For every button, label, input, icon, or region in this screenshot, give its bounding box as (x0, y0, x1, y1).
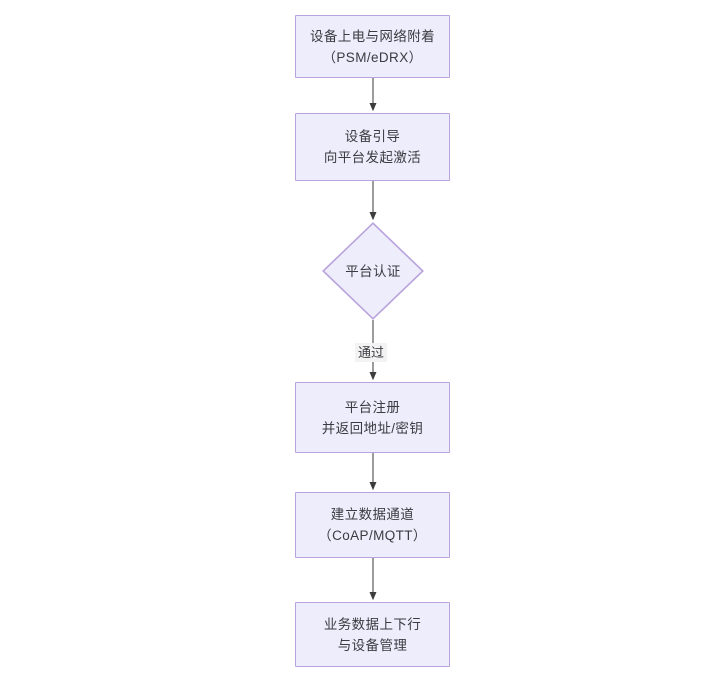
node-register-line1: 平台注册 (344, 399, 401, 415)
node-auth[interactable]: 平台认证 (322, 222, 424, 320)
decision-diamond-shape (322, 222, 424, 320)
node-data-channel-line2: （CoAP/MQTT） (318, 528, 427, 543)
node-register[interactable]: 平台注册 并返回地址/密钥 (295, 382, 450, 453)
edge-label-pass: 通过 (355, 343, 388, 362)
edge-label-pass-text: 通过 (358, 345, 385, 360)
node-register-line2: 并返回地址/密钥 (321, 420, 424, 436)
node-bootstrap[interactable]: 设备引导 向平台发起激活 (295, 113, 450, 181)
node-auth-label: 平台认证 (345, 263, 401, 279)
node-data-channel[interactable]: 建立数据通道 （CoAP/MQTT） (295, 492, 450, 558)
node-power-on[interactable]: 设备上电与网络附着 （PSM/eDRX） (295, 15, 450, 78)
node-service-data-line1: 业务数据上下行 (323, 616, 422, 632)
node-power-on-line2: （PSM/eDRX） (322, 49, 423, 65)
node-service-data-line2: 与设备管理 (337, 637, 408, 653)
node-power-on-line1: 设备上电与网络附着 (309, 28, 436, 44)
node-bootstrap-line2: 向平台发起激活 (323, 150, 422, 165)
node-bootstrap-line1: 设备引导 (344, 129, 401, 144)
node-service-data[interactable]: 业务数据上下行 与设备管理 (295, 602, 450, 667)
node-data-channel-line1: 建立数据通道 (330, 507, 415, 522)
